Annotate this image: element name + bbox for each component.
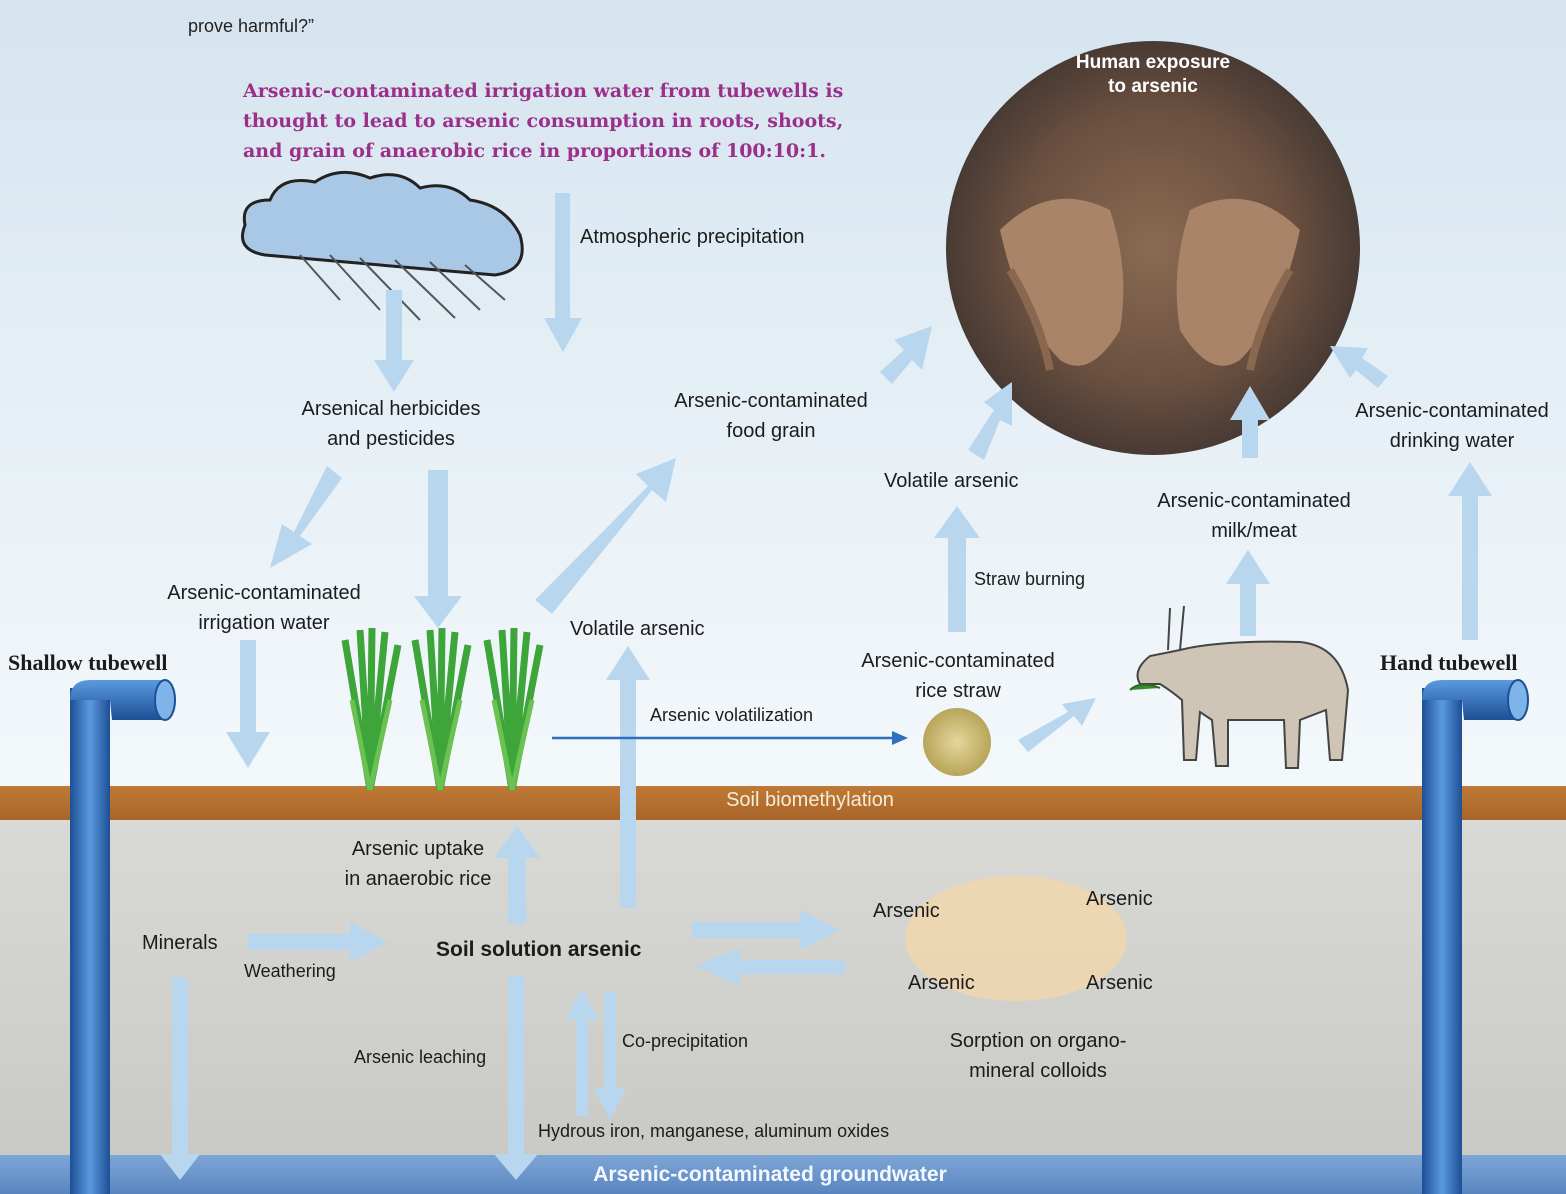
label-arsenic: Arsenic <box>908 968 975 998</box>
human-exposure-label: Human exposure to arsenic <box>946 51 1360 99</box>
label-arsenic: Arsenic <box>1086 968 1153 998</box>
label-line: mineral colloids <box>922 1056 1154 1086</box>
label-drinking-water: Arsenic-contaminated drinking water <box>1336 396 1566 456</box>
label-arsenic-uptake: Arsenic uptake in anaerobic rice <box>318 834 518 894</box>
callout-line: Arsenic-contaminated irrigation water fr… <box>243 76 843 106</box>
callout-text: Arsenic-contaminated irrigation water fr… <box>243 76 843 166</box>
label-herbicides: Arsenical herbicides and pesticides <box>280 394 502 454</box>
label-irrigation-water: Arsenic-contaminated irrigation water <box>148 578 380 638</box>
label-co-precipitation: Co-precipitation <box>622 1026 748 1056</box>
label-food-grain: Arsenic-contaminated food grain <box>655 386 887 446</box>
rice-plants <box>345 628 540 790</box>
label-line: irrigation water <box>148 608 380 638</box>
label-groundwater: Arsenic-contaminated groundwater <box>460 1163 1080 1187</box>
label-line: Arsenic uptake <box>318 834 518 864</box>
label-line: Arsenic-contaminated <box>148 578 380 608</box>
label-shallow-tubewell: Shallow tubewell <box>8 648 168 678</box>
label-line: rice straw <box>842 676 1074 706</box>
label-straw-burning: Straw burning <box>974 564 1085 594</box>
label-line: Sorption on organo- <box>922 1026 1154 1056</box>
label-line: Arsenic-contaminated <box>842 646 1074 676</box>
human-exposure-photo: Human exposure to arsenic <box>946 41 1360 455</box>
callout-line: and grain of anaerobic rice in proportio… <box>243 136 843 166</box>
label-arsenic: Arsenic <box>873 896 940 926</box>
label-line: Arsenic-contaminated <box>1336 396 1566 426</box>
label-minerals: Minerals <box>142 928 218 958</box>
rain-cloud <box>243 172 523 320</box>
label-line: and pesticides <box>280 424 502 454</box>
hand-tubewell-pipe <box>1422 680 1528 1194</box>
label-weathering: Weathering <box>244 956 336 986</box>
label-oxides: Hydrous iron, manganese, aluminum oxides <box>538 1116 889 1146</box>
cow-illustration <box>1130 606 1348 768</box>
label-line: milk/meat <box>1138 516 1370 546</box>
label-volatile-mid: Volatile arsenic <box>570 614 705 644</box>
callout-line: thought to lead to arsenic consumption i… <box>243 106 843 136</box>
label-line: in anaerobic rice <box>318 864 518 894</box>
label-line: Arsenic-contaminated <box>655 386 887 416</box>
label-arsenic: Arsenic <box>1086 884 1153 914</box>
photo-label-line: to arsenic <box>946 75 1360 99</box>
label-rice-straw: Arsenic-contaminated rice straw <box>842 646 1074 706</box>
label-arsenic-leaching: Arsenic leaching <box>354 1042 486 1072</box>
label-soil-solution-arsenic: Soil solution arsenic <box>436 935 641 965</box>
label-hand-tubewell: Hand tubewell <box>1380 648 1518 678</box>
label-line: drinking water <box>1336 426 1566 456</box>
label-volatilization: Arsenic volatilization <box>650 700 813 730</box>
label-soil-biomethylation: Soil biomethylation <box>620 789 1000 812</box>
volatilization-arrow <box>552 731 908 745</box>
photo-label-line: Human exposure <box>946 51 1360 75</box>
label-sorption: Sorption on organo- mineral colloids <box>922 1026 1154 1086</box>
label-line: food grain <box>655 416 887 446</box>
label-atmospheric: Atmospheric precipitation <box>580 222 805 252</box>
label-line: Arsenic-contaminated <box>1138 486 1370 516</box>
label-line: Arsenical herbicides <box>280 394 502 424</box>
label-volatile-top: Volatile arsenic <box>884 466 1019 496</box>
label-milk-meat: Arsenic-contaminated milk/meat <box>1138 486 1370 546</box>
header-fragment: prove harmful?” <box>188 16 314 37</box>
rice-straw-bale <box>923 708 991 776</box>
